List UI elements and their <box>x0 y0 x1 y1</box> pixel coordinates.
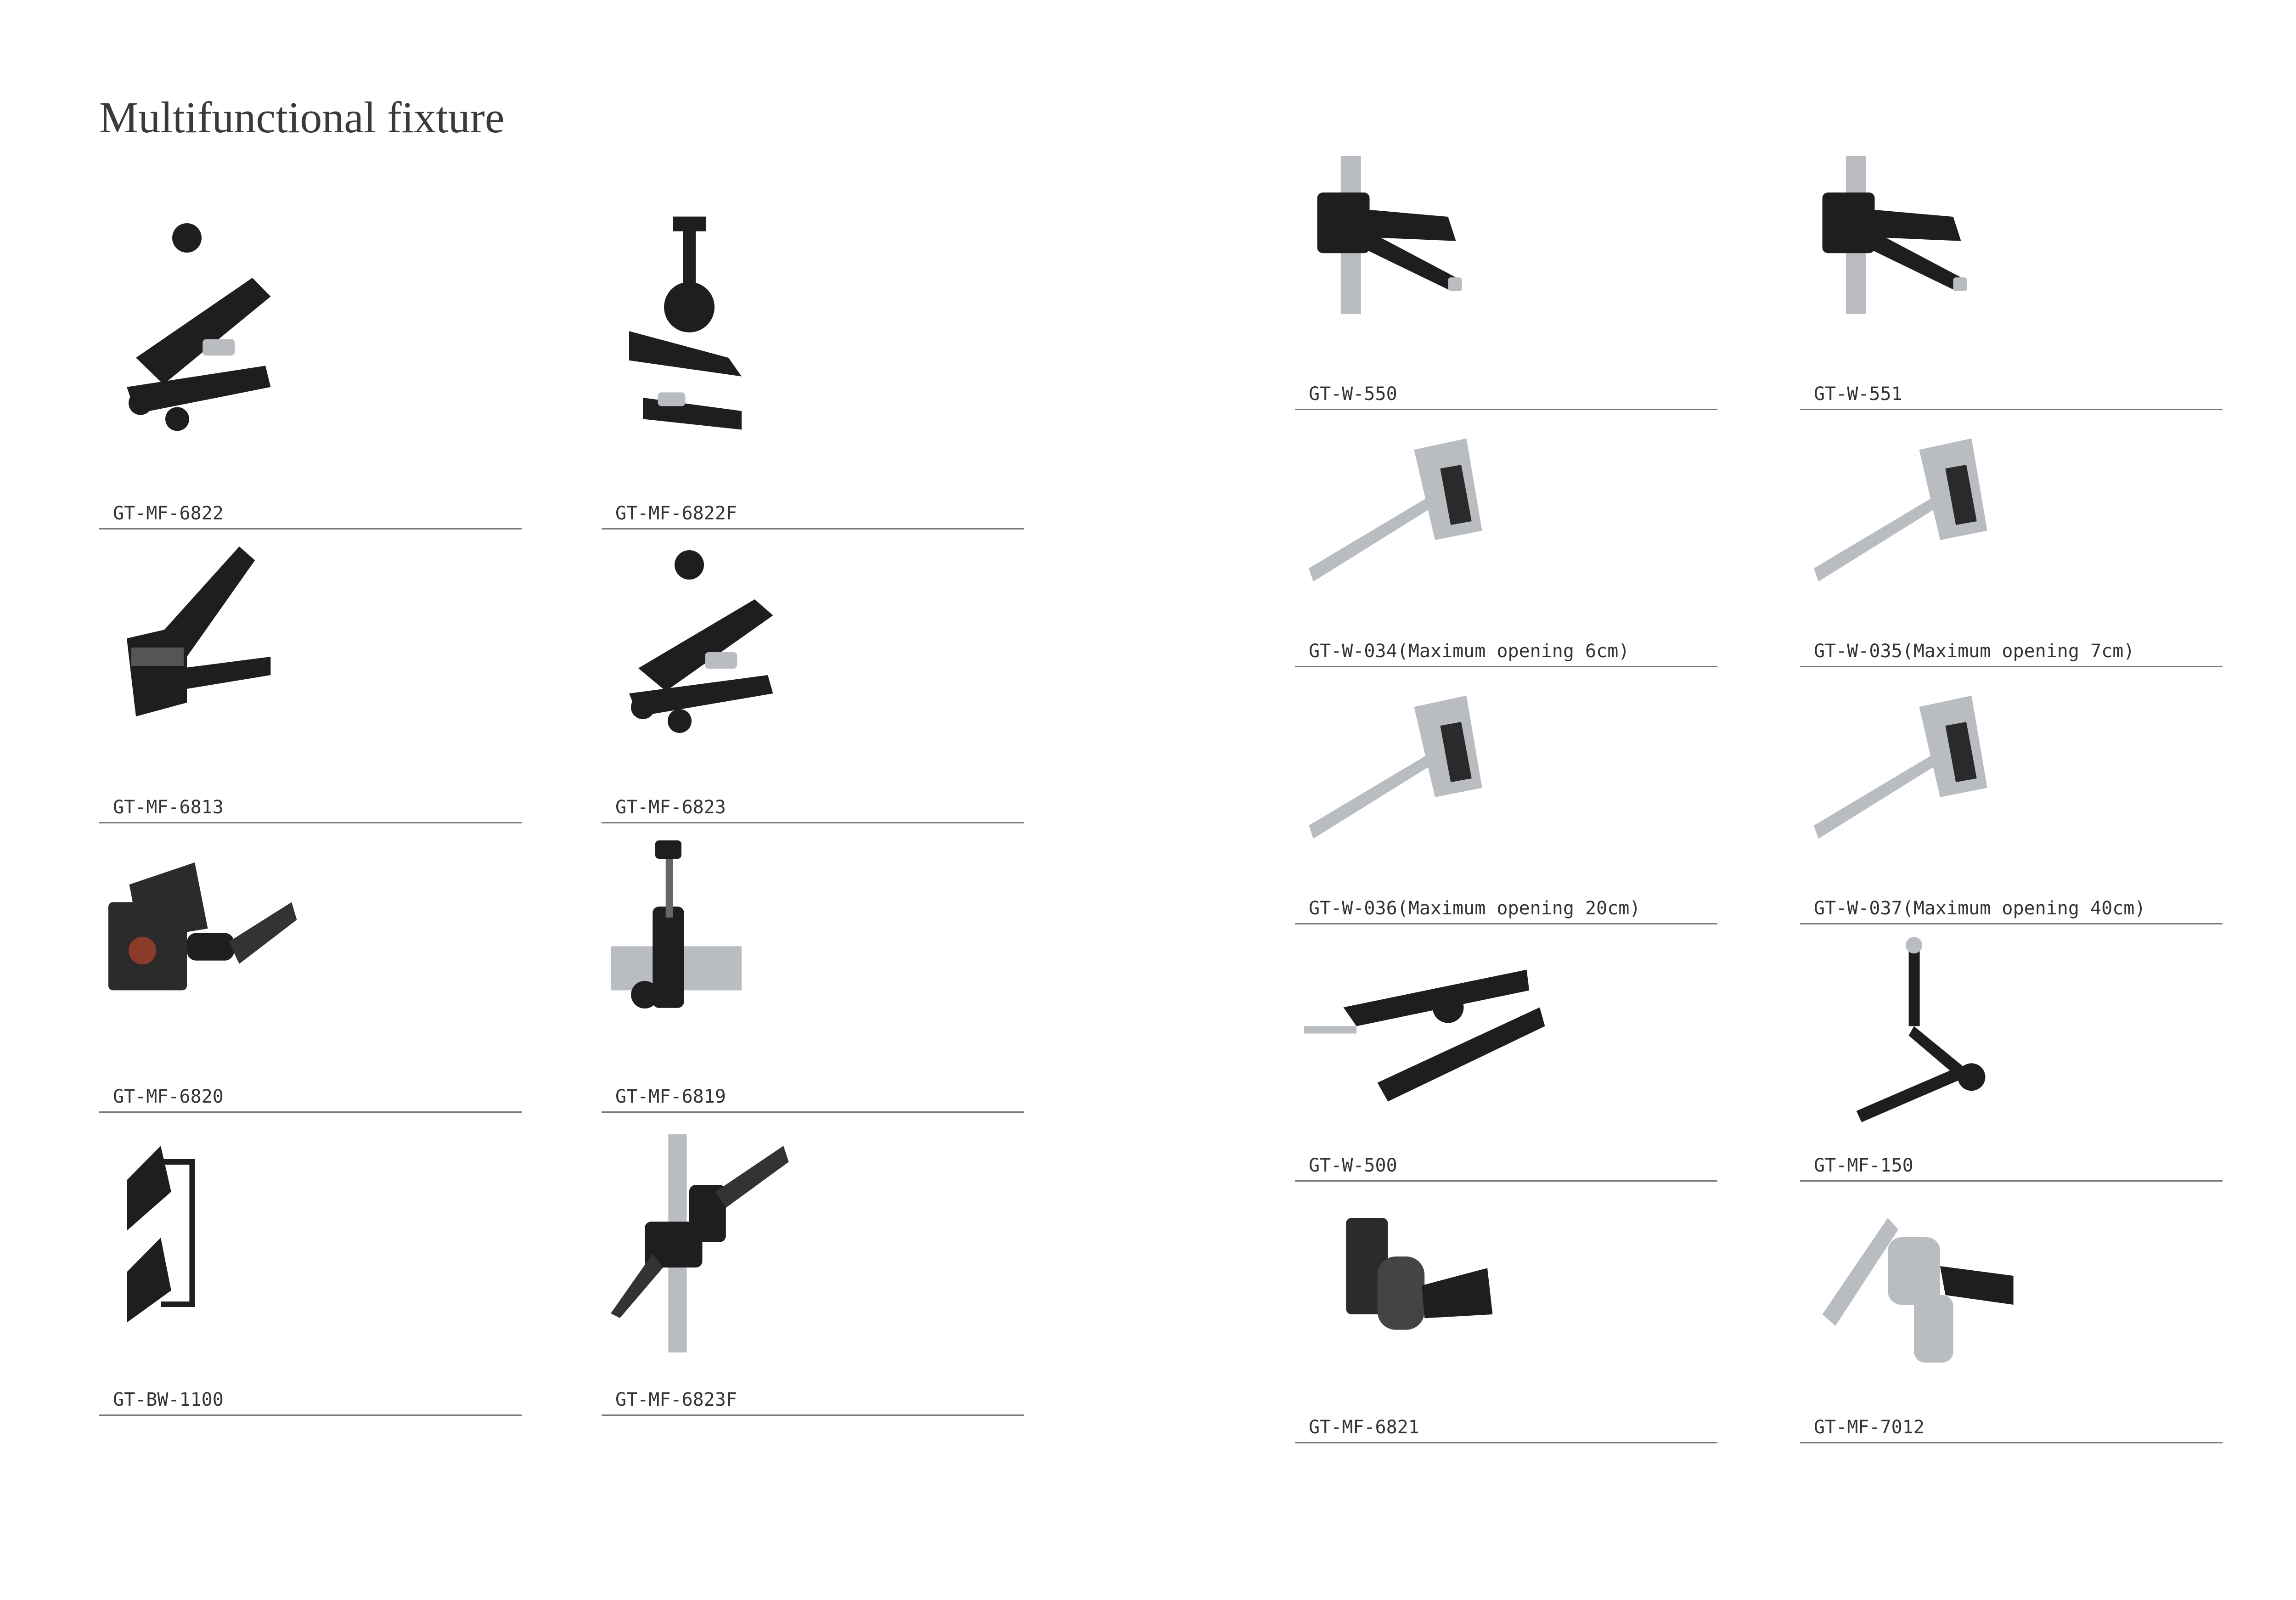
product-card: GT-W-550 <box>1295 156 1717 413</box>
product-card: GT-MF-6823F <box>602 1134 1024 1419</box>
product-model-label: GT-W-034(Maximum opening 6cm) <box>1309 641 1630 662</box>
product-model-label: GT-MF-6823F <box>615 1389 737 1410</box>
product-divider <box>1800 1180 2223 1182</box>
double-clip-icon <box>127 1146 195 1323</box>
product-model-label: GT-MF-6822 <box>113 503 224 524</box>
spring-clamp-icon <box>127 223 271 431</box>
c-clamp-icon <box>1309 695 1482 839</box>
product-card: GT-W-551 <box>1800 156 2223 413</box>
super-clamp-icon <box>108 862 297 991</box>
product-card: GT-W-036(Maximum opening 20cm) <box>1295 684 1717 928</box>
product-model-label: GT-W-500 <box>1309 1155 1397 1176</box>
product-model-label: GT-MF-150 <box>1814 1155 1913 1176</box>
product-model-label: GT-MF-6823 <box>615 797 726 818</box>
product-divider <box>1800 923 2223 924</box>
product-model-label: GT-MF-6821 <box>1309 1417 1419 1438</box>
product-model-label: GT-MF-7012 <box>1814 1417 1925 1438</box>
product-model-label: GT-W-551 <box>1814 383 1902 405</box>
product-model-label: GT-MF-6819 <box>615 1086 726 1107</box>
product-divider <box>602 1414 1024 1416</box>
c-clamp-icon <box>1309 438 1482 582</box>
product-divider <box>1295 666 1717 667</box>
product-divider <box>602 528 1024 530</box>
product-divider <box>1295 1442 1717 1443</box>
stand-grip-icon <box>1317 156 1462 314</box>
product-card: GT-MF-150 <box>1800 937 2223 1185</box>
product-divider <box>1800 409 2223 410</box>
product-divider <box>99 1414 522 1416</box>
product-card: GT-W-035(Maximum opening 7cm) <box>1800 427 2223 670</box>
product-divider <box>1295 409 1717 410</box>
spring-clamp-icon <box>629 550 773 733</box>
ball-head-clamp-icon <box>629 216 742 430</box>
plier-clamp-icon <box>1304 969 1545 1102</box>
clip-clamp-icon <box>127 546 271 716</box>
product-card: GT-MF-6822 <box>99 211 522 533</box>
magic-arm-icon <box>1856 937 1986 1122</box>
product-card: GT-MF-6813 <box>99 542 522 827</box>
product-card: GT-MF-6821 <box>1295 1199 1717 1447</box>
product-card: GT-MF-6819 <box>602 840 1024 1116</box>
product-divider <box>1295 923 1717 924</box>
product-divider <box>99 822 522 823</box>
product-model-label: GT-BW-1100 <box>113 1389 224 1410</box>
product-divider <box>1800 666 2223 667</box>
product-model-label: GT-W-550 <box>1309 383 1397 405</box>
product-card: GT-MF-6822F <box>602 211 1024 533</box>
product-card: GT-MF-6823 <box>602 542 1024 827</box>
product-model-label: GT-MF-6820 <box>113 1086 224 1107</box>
product-card: GT-W-037(Maximum opening 40cm) <box>1800 684 2223 928</box>
product-card: GT-MF-7012 <box>1800 1199 2223 1447</box>
product-card: GT-BW-1100 <box>99 1134 522 1419</box>
product-model-label: GT-W-037(Maximum opening 40cm) <box>1814 898 2146 919</box>
swivel-clamp-icon <box>1346 1218 1493 1330</box>
product-card: GT-W-034(Maximum opening 6cm) <box>1295 427 1717 670</box>
product-divider <box>99 1111 522 1113</box>
product-model-label: GT-W-035(Maximum opening 7cm) <box>1814 641 2135 662</box>
product-divider <box>1295 1180 1717 1182</box>
product-model-label: GT-MF-6822F <box>615 503 737 524</box>
stand-grip-icon <box>1822 156 1967 314</box>
product-model-label: GT-W-036(Maximum opening 20cm) <box>1309 898 1641 919</box>
product-divider <box>1800 1442 2223 1443</box>
product-card: GT-MF-6820 <box>99 840 522 1116</box>
grip-head-icon <box>1822 1218 2014 1363</box>
product-card: GT-W-500 <box>1295 941 1717 1185</box>
product-divider <box>99 528 522 530</box>
product-model-label: GT-MF-6813 <box>113 797 224 818</box>
pipe-clamp-icon <box>611 840 742 1008</box>
c-clamp-icon <box>1814 438 1987 582</box>
page-title: Multifunctional fixture <box>99 93 505 142</box>
product-divider <box>602 1111 1024 1113</box>
product-divider <box>602 822 1024 823</box>
c-clamp-icon <box>1814 695 1987 839</box>
stand-clamp-icon <box>611 1134 789 1352</box>
